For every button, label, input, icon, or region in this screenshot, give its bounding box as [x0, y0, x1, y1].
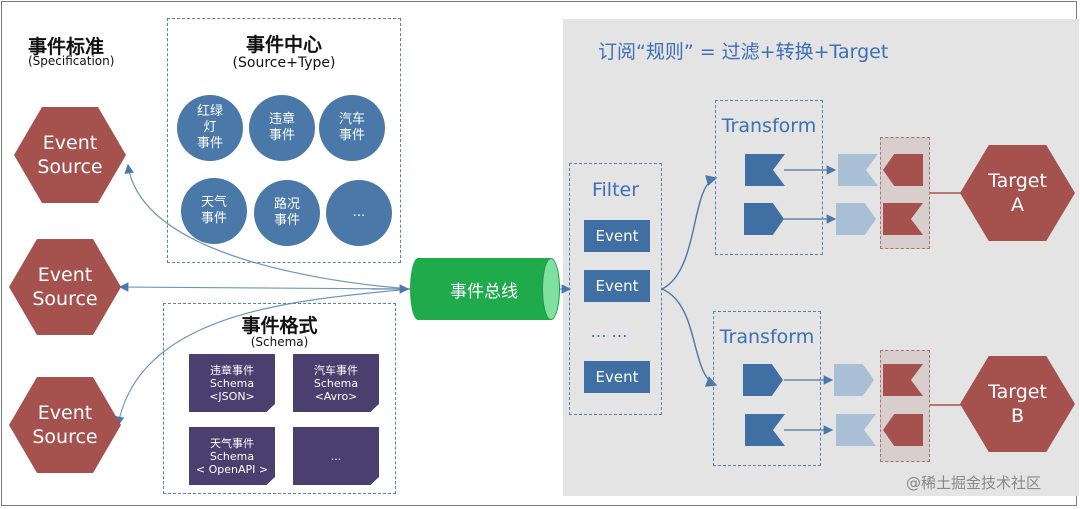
line-bus-to-source-1	[124, 163, 411, 290]
schema-car-avro: 汽车事件 Schema <Avro>	[293, 354, 379, 412]
event-source-2-line1: Event	[37, 264, 93, 286]
filter-ellipsis: … …	[590, 322, 628, 341]
event-bus-body	[418, 258, 550, 320]
filter-event-1: Event	[584, 220, 650, 252]
spec-subtitle: (Specification)	[28, 54, 115, 68]
event-center-subtitle: (Source+Type)	[232, 55, 336, 71]
event-bus-right-cap	[542, 258, 560, 320]
schema-subtitle: (Schema)	[250, 335, 309, 349]
transform-a-title: Transform	[721, 115, 817, 137]
event-bus-label: 事件总线	[450, 281, 518, 302]
event-source-3-line1: Event	[37, 402, 93, 424]
filter-title: Filter	[591, 179, 640, 201]
schema-weather-openapi: 天气事件 Schema < OpenAPI >	[189, 427, 275, 485]
event-center-title: 事件中心	[245, 34, 322, 56]
line-filter-to-transform-b	[661, 288, 718, 387]
schema-violation-json: 违章事件 Schema <JSON>	[189, 354, 275, 412]
target-b-line2: B	[1010, 405, 1025, 427]
target-b-line1: Target	[988, 381, 1047, 403]
circle-car-event: 汽车 事件	[319, 95, 385, 161]
filter-event-2: Event	[584, 270, 650, 302]
line-filter-to-transform-a	[661, 175, 718, 290]
filter-box	[569, 163, 662, 415]
spec-title: 事件标准	[28, 36, 105, 58]
target-a-line2: A	[1011, 194, 1024, 216]
circle-traffic-light-event: 红绿 灯 事件	[177, 95, 243, 161]
event-center-box	[167, 18, 401, 263]
transform-b-box	[713, 311, 821, 466]
schema-more: ...	[293, 427, 379, 485]
circle-road-event: 路况 事件	[254, 180, 320, 246]
event-source-3-line2: Source	[32, 426, 98, 448]
event-source-1-line2: Source	[37, 156, 103, 178]
target-a-line1: Target	[988, 170, 1047, 192]
transform-b-title: Transform	[719, 326, 815, 348]
schema-box	[163, 303, 396, 494]
schema-title: 事件格式	[241, 315, 318, 337]
line-bus-to-source-3	[114, 288, 411, 427]
event-bus-left-cap	[410, 258, 426, 320]
circle-weather-event: 天气 事件	[181, 178, 247, 244]
line-bus-to-source-2	[118, 282, 411, 292]
circle-violation-event: 违章 事件	[249, 95, 315, 161]
filter-event-3: Event	[584, 361, 650, 393]
watermark: @稀土掘金技术社区	[906, 474, 1042, 492]
event-bus: 事件总线	[410, 258, 560, 320]
circle-more: ...	[326, 180, 392, 246]
transform-a-box	[715, 100, 823, 255]
event-source-2-line2: Source	[32, 288, 98, 310]
subscription-title: 订阅“规则” = 过滤+转换+Target	[598, 41, 889, 63]
event-source-1-line1: Event	[42, 132, 98, 154]
